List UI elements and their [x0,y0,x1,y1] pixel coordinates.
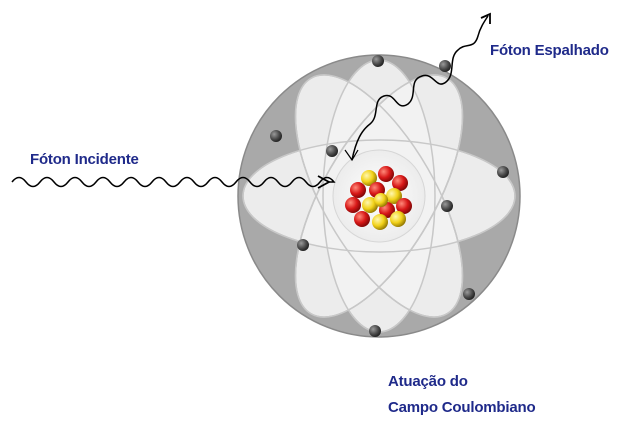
coulomb-field-label-line1: Atuação do [388,373,468,391]
electron-icon [439,60,451,72]
electron-icon [463,288,475,300]
electron-icon [326,145,338,157]
electron-icon [297,239,309,251]
scattered-photon-label: Fóton Espalhado [490,42,609,60]
electron-icon [369,325,381,337]
coulomb-field-label-line2: Campo Coulombiano [388,399,535,417]
electron-icon [441,200,453,212]
incident-photon-label: Fóton Incidente [30,151,139,169]
electron-icon [497,166,509,178]
electron-icon [372,55,384,67]
electron-icon [270,130,282,142]
